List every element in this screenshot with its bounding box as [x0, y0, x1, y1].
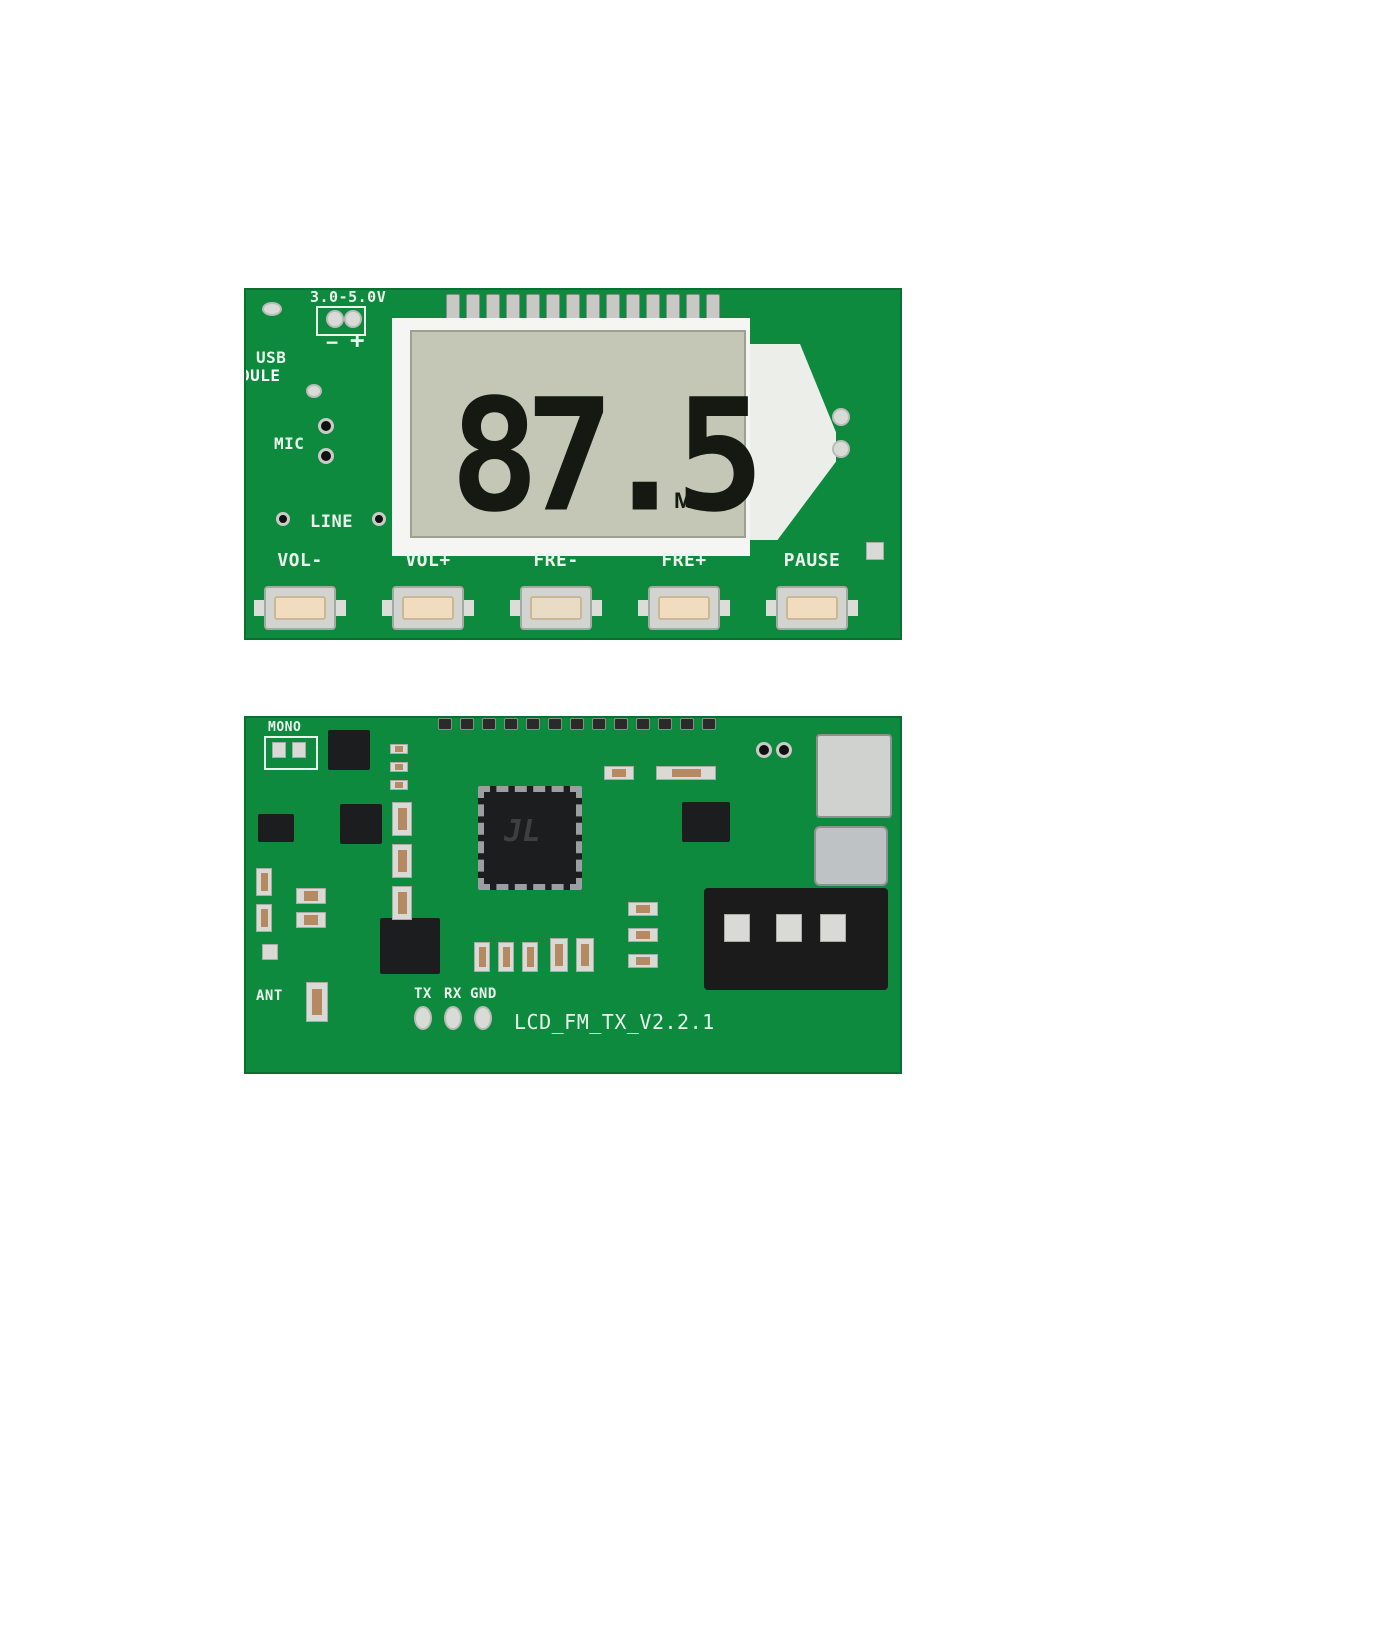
amplifier-ic: [380, 918, 440, 974]
vol-plus-label: VOL+: [405, 550, 451, 571]
rx-label: RX: [444, 986, 462, 1002]
small-ic-left: [340, 804, 382, 844]
capacitor: [550, 938, 568, 972]
minus-label: −: [326, 330, 339, 354]
ant-label: ANT: [256, 988, 283, 1004]
resistor: [628, 928, 658, 942]
lcd-pin-header: [446, 294, 720, 320]
power-pad-plus: [344, 310, 362, 328]
board-version-label: LCD_FM_TX_V2.2.1: [514, 1010, 715, 1034]
resistor: [474, 942, 490, 972]
resistor: [656, 766, 716, 780]
mounting-hole: [756, 742, 772, 758]
usb-label: USB: [256, 348, 287, 367]
frequency-readout: 87.5: [450, 365, 764, 547]
resistor: [390, 780, 408, 790]
lcd-screen: [410, 330, 746, 538]
resistor: [604, 766, 634, 780]
jack-pin: [776, 914, 802, 942]
tx-label: TX: [414, 986, 432, 1002]
line-label: LINE: [310, 512, 353, 532]
line-hole-left: [276, 512, 290, 526]
transistor: [258, 814, 294, 842]
resistor: [256, 904, 272, 932]
power-pad-minus: [326, 310, 344, 328]
corner-pad: [866, 542, 884, 560]
resistor: [256, 868, 272, 896]
capacitor: [392, 886, 412, 920]
fre-minus-label: FRE-: [533, 550, 579, 571]
gnd-label: GND: [470, 986, 497, 1002]
mic-hole-top: [318, 418, 334, 434]
module-label: DULE: [244, 366, 281, 385]
plus-label: +: [350, 326, 365, 354]
lcd-pin-row: [438, 718, 716, 730]
lcd-contact-bottom: [832, 440, 850, 458]
mounting-hole-mid-left: [306, 384, 322, 398]
gnd-pad: [474, 1006, 492, 1030]
power-header-outline: [316, 306, 366, 336]
pause-button[interactable]: PAUSE: [766, 550, 858, 634]
mono-jumper-outline: [264, 736, 318, 770]
back-board: MONO JL ANT TX RX GND: [244, 716, 902, 1074]
frequency-unit: MHz: [674, 488, 720, 513]
vol-minus-label: VOL-: [277, 550, 323, 571]
resistor: [498, 942, 514, 972]
fre-minus-button[interactable]: FRE-: [510, 550, 602, 634]
tx-pad: [414, 1006, 432, 1030]
resistor: [522, 942, 538, 972]
lcd-contact-top: [832, 408, 850, 426]
fre-plus-button[interactable]: FRE+: [638, 550, 730, 634]
resistor: [628, 954, 658, 968]
vol-minus-button[interactable]: VOL-: [254, 550, 346, 634]
small-ic-right: [682, 802, 730, 842]
resistor: [390, 744, 408, 754]
inductor: [328, 730, 370, 770]
resistor: [628, 902, 658, 916]
antenna-pad: [262, 944, 278, 960]
mcu-logo: JL: [504, 814, 542, 849]
capacitor: [296, 912, 326, 928]
rx-pad: [444, 1006, 462, 1030]
mono-pad-left: [272, 742, 286, 758]
mounting-hole: [776, 742, 792, 758]
capacitor: [392, 802, 412, 836]
mounting-hole-top-left: [262, 302, 282, 316]
mic-label: MIC: [274, 434, 305, 453]
line-hole-right: [372, 512, 386, 526]
capacitor: [296, 888, 326, 904]
pause-label: PAUSE: [783, 550, 841, 571]
lcd-backlight-panel: [746, 344, 836, 540]
mcu-chip: JL: [478, 786, 582, 890]
jack-pin: [724, 914, 750, 942]
microphone: [814, 826, 888, 886]
resistor: [390, 762, 408, 772]
mono-pad-right: [292, 742, 306, 758]
jack-pin: [820, 914, 846, 942]
capacitor: [576, 938, 594, 972]
micro-usb-port[interactable]: [816, 734, 892, 818]
mono-label: MONO: [268, 720, 302, 735]
fre-plus-label: FRE+: [661, 550, 707, 571]
voltage-label: 3.0-5.0V: [310, 288, 387, 306]
vol-plus-button[interactable]: VOL+: [382, 550, 474, 634]
capacitor: [392, 844, 412, 878]
front-board: 3.0-5.0V − + USB DULE MIC LINE 87.5 MHz …: [244, 288, 902, 640]
mic-hole-bottom: [318, 448, 334, 464]
capacitor: [306, 982, 328, 1022]
